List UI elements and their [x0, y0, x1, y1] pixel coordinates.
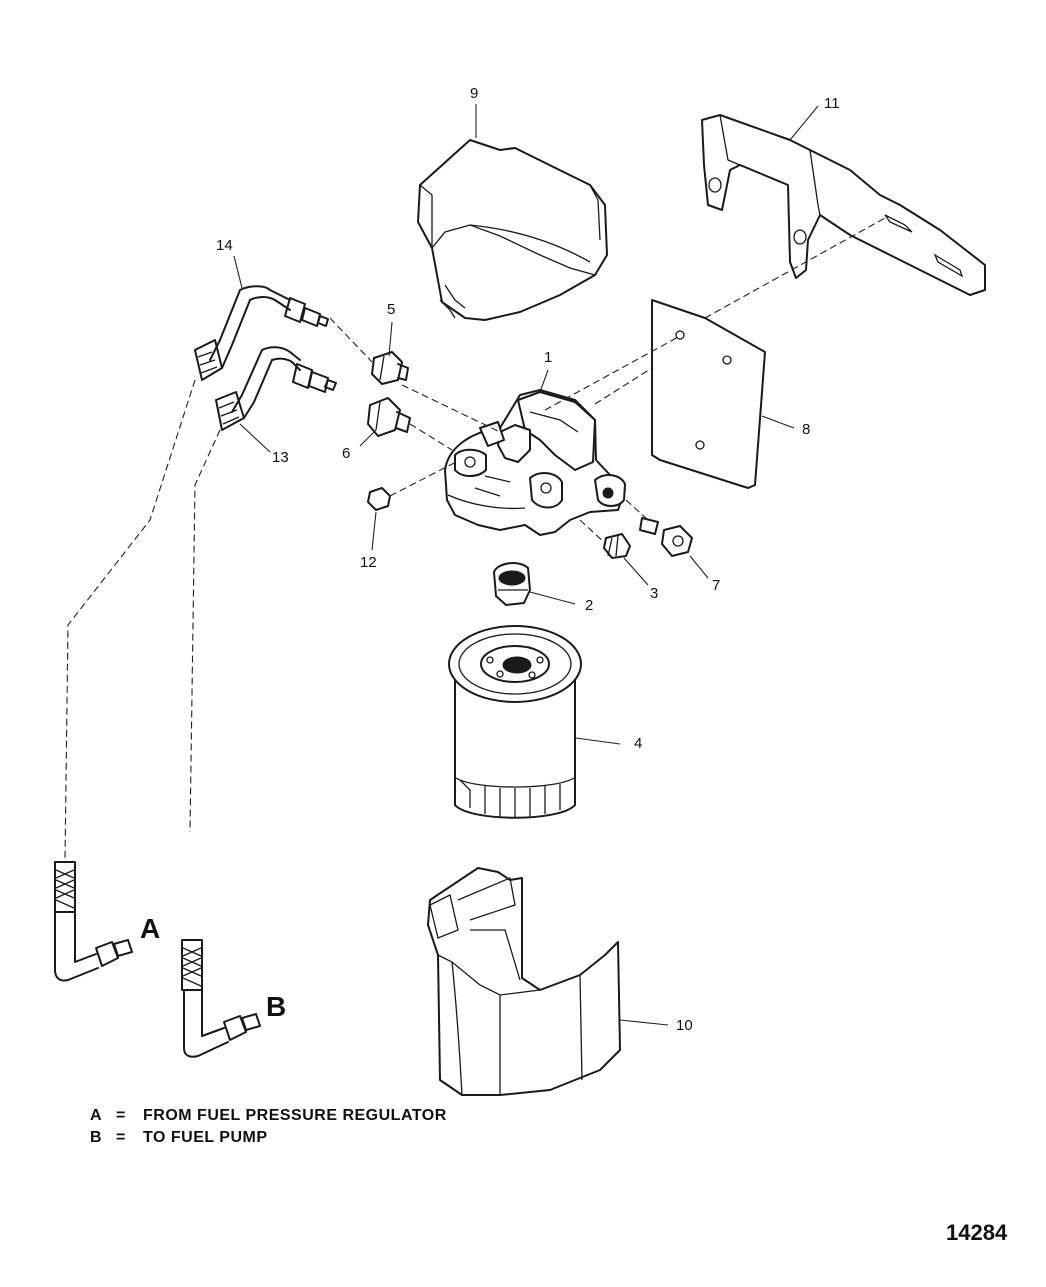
callout-11: 11 — [824, 95, 840, 112]
callout-10: 10 — [676, 1017, 693, 1034]
part-1-filter-head — [444, 389, 626, 536]
callout-2: 2 — [585, 597, 593, 614]
part-5-fitting — [371, 351, 409, 385]
part-6-fitting — [367, 397, 411, 437]
line-end-a-fitting — [54, 861, 133, 982]
figure-number: 14284 — [946, 1220, 1008, 1245]
part-4-filter-element — [448, 625, 582, 819]
legend-sep-a: = — [116, 1107, 126, 1124]
line-end-b-fitting — [181, 939, 261, 1058]
legend-letter-b: B — [90, 1129, 102, 1146]
callout-14: 14 — [216, 237, 233, 254]
part-9-upper-cover — [417, 139, 608, 321]
legend-text-b: TO FUEL PUMP — [143, 1129, 268, 1146]
callout-7: 7 — [712, 577, 720, 594]
callout-3: 3 — [650, 585, 658, 602]
part-11-bracket — [701, 114, 986, 296]
callout-labels: 9 11 14 5 1 8 6 13 12 2 3 7 4 10 — [216, 85, 840, 1034]
part-13-fuel-line-b — [189, 346, 337, 833]
part-3-fitting — [603, 533, 631, 559]
legend-text-a: FROM FUEL PRESSURE REGULATOR — [143, 1107, 447, 1124]
part-8-mounting-plate — [651, 299, 766, 489]
legend: A = FROM FUEL PRESSURE REGULATOR B = TO … — [90, 1107, 447, 1146]
part-10-lower-cover — [427, 867, 621, 1096]
callout-5: 5 — [387, 301, 395, 318]
legend-sep-b: = — [116, 1129, 126, 1146]
part-2-adapter — [493, 562, 531, 606]
callout-1: 1 — [544, 349, 552, 366]
legend-letter-a: A — [90, 1107, 102, 1124]
callout-8: 8 — [802, 421, 810, 438]
callout-4: 4 — [634, 735, 642, 752]
callout-13: 13 — [272, 449, 289, 466]
part-12-plug — [367, 487, 391, 511]
callout-6: 6 — [342, 445, 350, 462]
part-7-fitting — [639, 517, 693, 557]
callout-12: 12 — [360, 554, 377, 571]
callout-9: 9 — [470, 85, 478, 102]
leader-lines — [233, 104, 886, 1026]
line-end-label-b: B — [266, 991, 286, 1022]
part-14-fuel-line-a — [64, 285, 329, 861]
line-end-label-a: A — [140, 913, 160, 944]
